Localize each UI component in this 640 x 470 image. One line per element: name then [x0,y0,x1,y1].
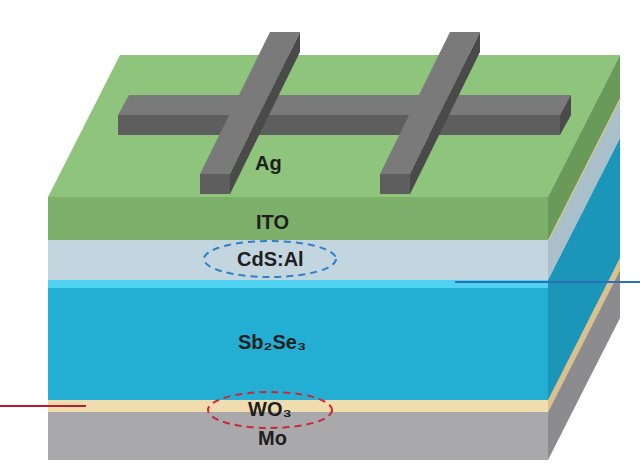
mo-layer: Mo [254,426,291,451]
sb2se3-layer: Sb₂Se₃ [234,330,310,355]
layer-label: WO₃ [248,398,292,420]
silver-grid-label: Ag [251,151,286,176]
wo3-layer: WO₃ [244,397,296,422]
cds-al-layer: CdS:Al [233,247,308,272]
layer-label: Mo [258,427,287,449]
layer-label: CdS:Al [237,248,304,270]
layer-label: Ag [255,152,282,174]
layer-label: Sb₂Se₃ [238,331,306,353]
layer-label: ITO [256,211,289,233]
ito-layer: ITO [252,210,293,235]
